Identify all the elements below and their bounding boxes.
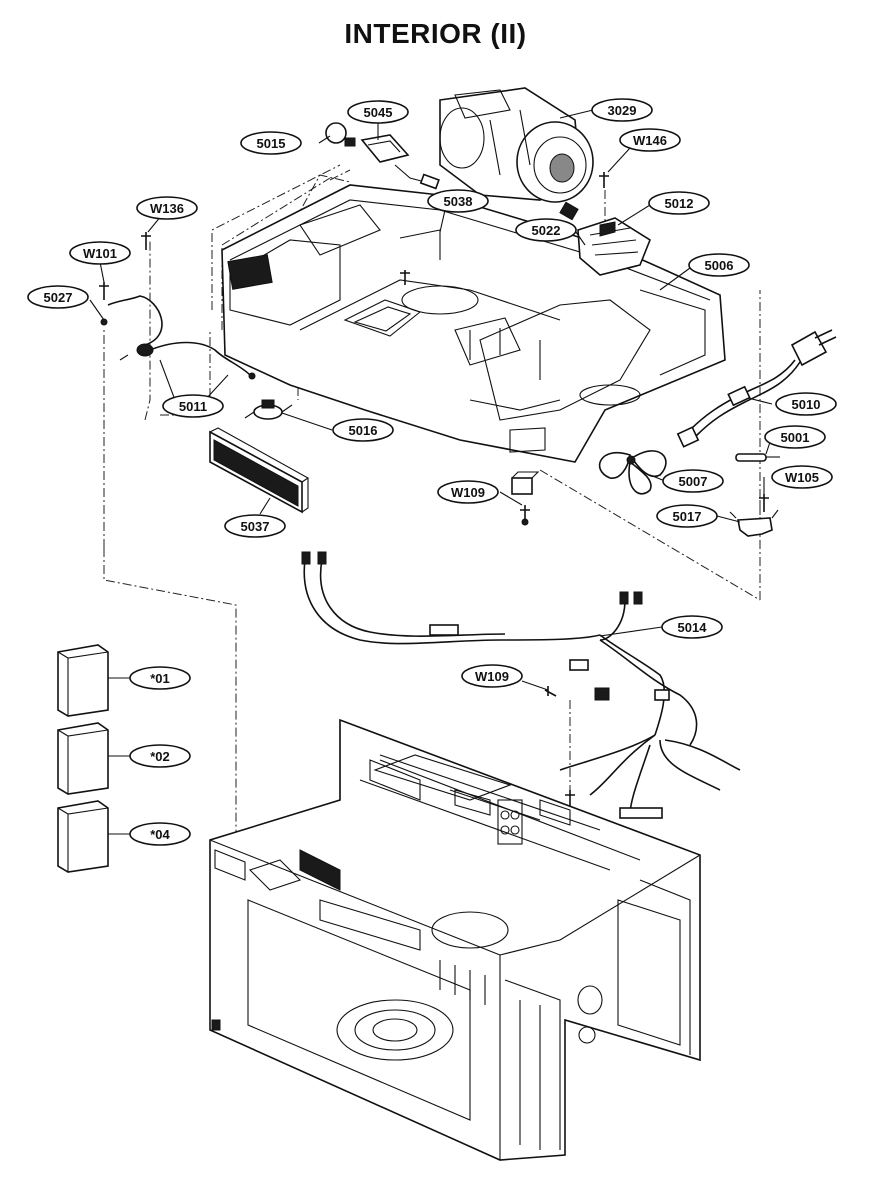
- callout-W101: W101: [69, 241, 131, 265]
- callout-W136: W136: [136, 196, 198, 220]
- callout-5038: 5038: [427, 189, 489, 213]
- callout-label-5012: 5012: [665, 196, 694, 211]
- kit-box-01: [57, 644, 109, 717]
- callout-5027: 5027: [27, 285, 89, 309]
- screws: [99, 172, 769, 808]
- callout-label-5027: 5027: [44, 290, 73, 305]
- callout-label-5022: 5022: [532, 223, 561, 238]
- callout-3029: 3029: [591, 98, 653, 122]
- callout-k01: *01: [129, 666, 191, 690]
- callout-label-W109-lower: W109: [475, 669, 509, 684]
- callout-label-W136: W136: [150, 201, 184, 216]
- oven-cavity: [209, 718, 701, 1161]
- lamp-5015: [325, 122, 356, 147]
- callout-k04: *04: [129, 822, 191, 846]
- fuse-holder-5017: [729, 509, 779, 537]
- callout-label-5016: 5016: [349, 423, 378, 438]
- callout-label-5015: 5015: [257, 136, 286, 151]
- callout-label-W101: W101: [83, 246, 117, 261]
- callout-5022: 5022: [515, 218, 577, 242]
- callout-label-5037: 5037: [241, 519, 270, 534]
- callout-5011: 5011: [162, 394, 224, 418]
- callout-k02: *02: [129, 744, 191, 768]
- callout-W105: W105: [771, 465, 833, 489]
- callout-5007: 5007: [662, 469, 724, 493]
- callout-label-W105: W105: [785, 470, 819, 485]
- callout-label-W109-upper: W109: [451, 485, 485, 500]
- callout-label-5014: 5014: [678, 620, 708, 635]
- callout-5045: 5045: [347, 100, 409, 124]
- callout-label-k01: *01: [150, 671, 170, 686]
- callout-5037: 5037: [224, 514, 286, 538]
- leader-lines: [89, 109, 773, 835]
- grease-filter-5037: [209, 427, 310, 514]
- kit-box-02: [57, 722, 109, 795]
- callout-5017: 5017: [656, 504, 718, 528]
- callout-label-5038: 5038: [444, 194, 473, 209]
- callout-5015: 5015: [240, 131, 302, 155]
- callout-label-5010: 5010: [792, 397, 821, 412]
- base-plate-5006: [221, 184, 726, 463]
- callout-label-k04: *04: [150, 827, 170, 842]
- callout-label-5011: 5011: [179, 399, 207, 414]
- relay-w109: [511, 471, 540, 495]
- callout-W146: W146: [619, 128, 681, 152]
- callout-label-5001: 5001: [781, 430, 810, 445]
- kit-box-04: [57, 800, 109, 873]
- power-cord-5010: [676, 329, 837, 448]
- callout-W109-lower: W109: [461, 664, 523, 688]
- callout-label-W146: W146: [633, 133, 667, 148]
- blower-3029: [439, 87, 594, 221]
- callout-label-5017: 5017: [673, 509, 702, 524]
- callout-label-3029: 3029: [608, 103, 637, 118]
- thermostat-5016: [244, 399, 293, 420]
- callout-5010: 5010: [775, 392, 837, 416]
- callout-5016: 5016: [332, 418, 394, 442]
- callout-5014: 5014: [661, 615, 723, 639]
- callout-W109-upper: W109: [437, 480, 499, 504]
- callout-label-5007: 5007: [679, 474, 708, 489]
- thermal-fuse-5011: [100, 295, 256, 380]
- callout-label-5006: 5006: [705, 258, 734, 273]
- callout-5006: 5006: [688, 253, 750, 277]
- callout-label-k02: *02: [150, 749, 170, 764]
- motor-5012: [577, 217, 651, 276]
- wire-harness-5014: [301, 551, 741, 819]
- fan-blade-5007: [598, 450, 667, 495]
- diagram-title: INTERIOR (II): [344, 18, 527, 49]
- fuse-5001: [735, 453, 780, 462]
- lamp-socket-5045: [360, 134, 440, 190]
- callout-5001: 5001: [764, 425, 826, 449]
- callout-label-5045: 5045: [364, 105, 393, 120]
- callout-5012: 5012: [648, 191, 710, 215]
